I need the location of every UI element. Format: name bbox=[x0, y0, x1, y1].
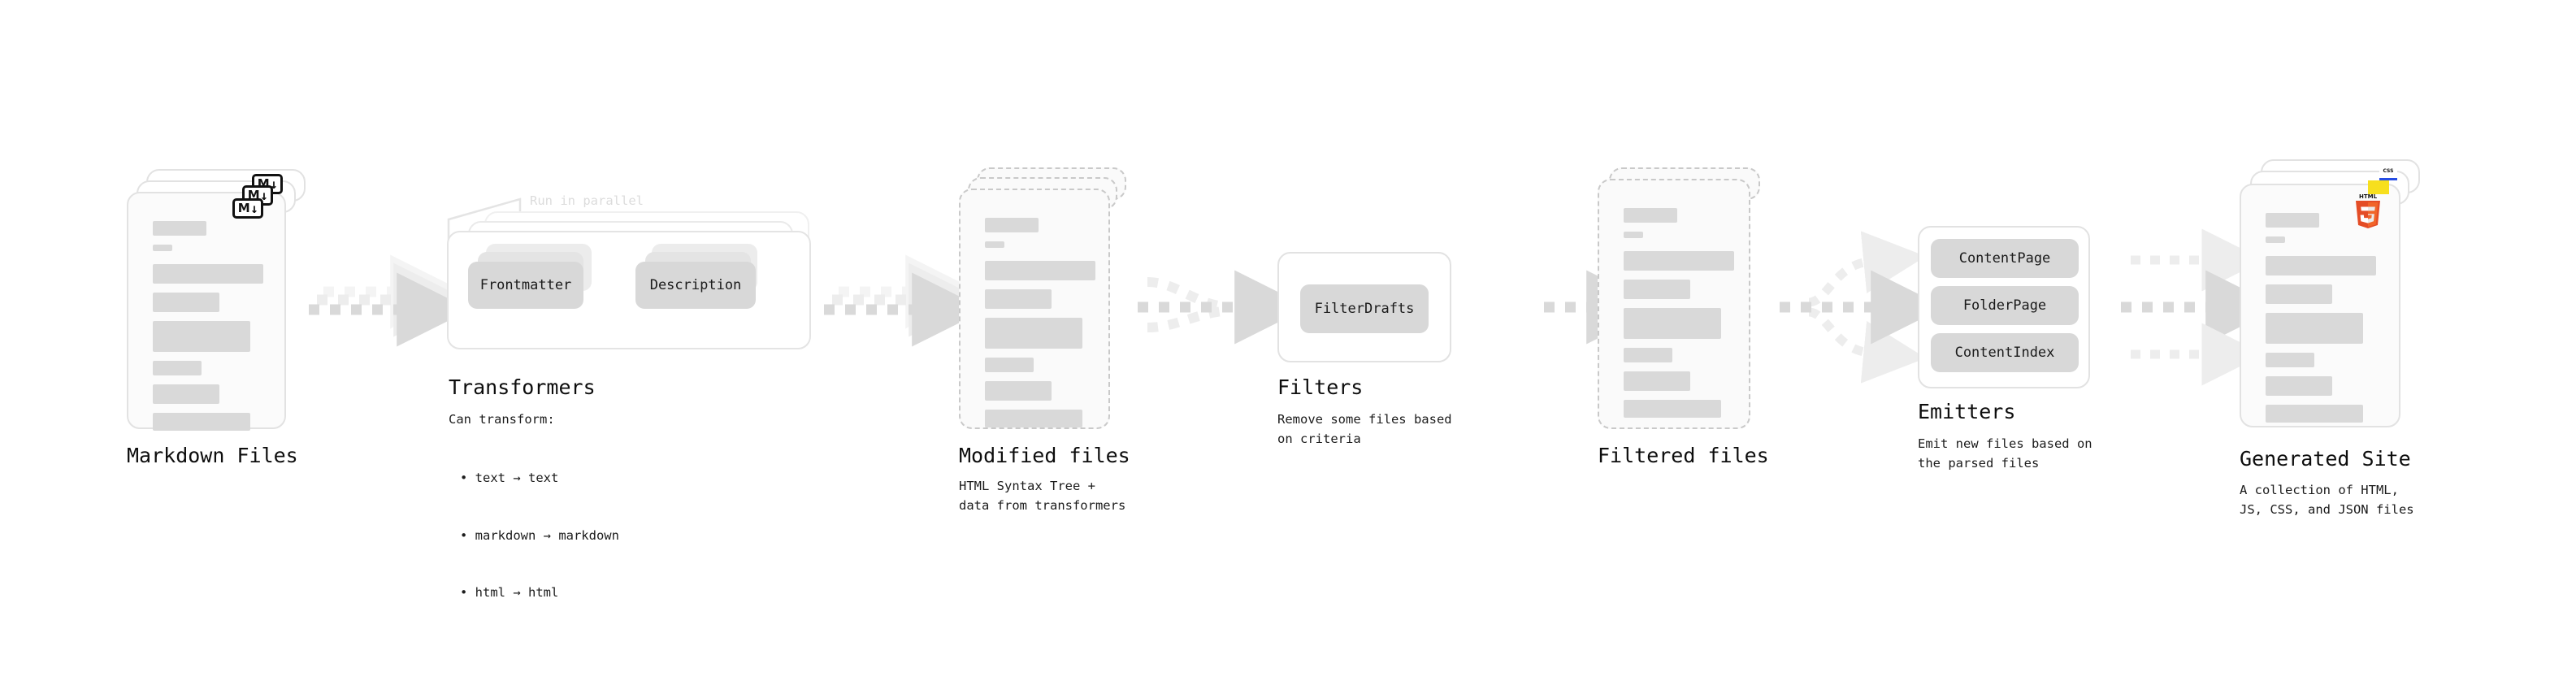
filtered-files-title: Filtered files bbox=[1598, 444, 1769, 467]
skeleton-bar bbox=[985, 241, 1004, 248]
css-icon-bar bbox=[2379, 178, 2397, 180]
markdown-doc-skeleton bbox=[153, 221, 263, 440]
transformers-bullet-item: • markdown → markdown bbox=[460, 527, 619, 543]
transformers-bullet-list: • text → text • markdown → markdown • ht… bbox=[460, 431, 619, 641]
emitters-box[interactable]: ContentPage FolderPage ContentIndex bbox=[1918, 226, 2090, 388]
skeleton-bar bbox=[985, 218, 1039, 232]
skeleton-bar bbox=[2266, 256, 2376, 275]
transformers-subtitle: Can transform: bbox=[449, 412, 555, 427]
skeleton-bar bbox=[1624, 280, 1690, 299]
site-doc-front bbox=[2240, 184, 2400, 427]
modified-doc-skeleton bbox=[985, 218, 1095, 436]
transformers-bullet-item: • text → text bbox=[460, 471, 559, 486]
markdown-files-title: Markdown Files bbox=[127, 444, 298, 467]
css-icon: CSS bbox=[2379, 168, 2397, 180]
filter-chip-filterdrafts[interactable]: FilterDrafts bbox=[1300, 284, 1429, 333]
css-icon-label: CSS bbox=[2383, 168, 2394, 174]
skeleton-bar bbox=[1624, 371, 1690, 391]
arrow-emitters-to-site bbox=[2121, 228, 2280, 386]
transformers-bullet-item: • html → html bbox=[460, 585, 559, 601]
markdown-icon-letter: M bbox=[237, 201, 250, 215]
modified-files-title: Modified files bbox=[959, 444, 1130, 467]
run-in-parallel-label: Run in parallel bbox=[530, 193, 644, 208]
transformers-title: Transformers bbox=[449, 375, 596, 399]
modified-files-subtitle: HTML Syntax Tree + data from transformer… bbox=[959, 479, 1126, 513]
markdown-icon: M↓ bbox=[232, 198, 263, 219]
skeleton-bar bbox=[1624, 400, 1721, 418]
emitters-title: Emitters bbox=[1918, 400, 2016, 423]
skeleton-bar bbox=[153, 264, 263, 284]
skeleton-bar bbox=[153, 221, 206, 236]
filters-box[interactable]: FilterDrafts bbox=[1277, 252, 1451, 362]
transformers-box-group: Frontmatter Description bbox=[447, 211, 821, 358]
arrow-filtered-to-emitters bbox=[1780, 231, 1945, 384]
transformer-chip-description[interactable]: Description bbox=[635, 262, 756, 309]
modified-files-stack bbox=[959, 167, 1138, 429]
svg-text:HTML: HTML bbox=[2359, 193, 2378, 200]
skeleton-bar bbox=[985, 261, 1095, 280]
markdown-icon-arrow: ↓ bbox=[260, 187, 268, 203]
filters-title: Filters bbox=[1277, 375, 1364, 399]
skeleton-bar bbox=[2266, 376, 2332, 396]
generated-site-subtitle: A collection of HTML, JS, CSS, and JSON … bbox=[2240, 483, 2414, 517]
generated-site-stack: CSS HTML bbox=[2240, 159, 2435, 427]
emitter-chip-folderpage[interactable]: FolderPage bbox=[1931, 286, 2079, 325]
skeleton-bar bbox=[153, 245, 172, 251]
modified-doc-front bbox=[959, 189, 1110, 429]
skeleton-bar bbox=[1624, 308, 1721, 339]
skeleton-bar bbox=[985, 318, 1082, 349]
skeleton-bar bbox=[1624, 208, 1677, 223]
emitters-subtitle: Emit new files based on the parsed files bbox=[1918, 436, 2092, 471]
skeleton-bar bbox=[2266, 313, 2363, 344]
arrow-markdown-to-transformers bbox=[309, 254, 471, 347]
emitter-chip-contentindex[interactable]: ContentIndex bbox=[1931, 333, 2079, 372]
skeleton-bar bbox=[2266, 236, 2285, 243]
skeleton-bar bbox=[153, 413, 250, 431]
skeleton-bar bbox=[153, 321, 250, 352]
skeleton-bar bbox=[1624, 251, 1734, 271]
filtered-doc-front bbox=[1598, 179, 1750, 429]
skeleton-bar bbox=[2266, 213, 2319, 228]
skeleton-bar bbox=[985, 410, 1082, 427]
skeleton-bar bbox=[1624, 348, 1672, 362]
skeleton-bar bbox=[985, 289, 1052, 309]
filters-subtitle: Remove some files based on criteria bbox=[1277, 412, 1452, 446]
transformer-chip-frontmatter[interactable]: Frontmatter bbox=[468, 262, 583, 309]
js-icon bbox=[2368, 180, 2389, 194]
arrow-modified-to-filters bbox=[1138, 270, 1309, 345]
html5-icon-svg: HTML bbox=[2356, 193, 2380, 228]
skeleton-bar bbox=[2266, 405, 2363, 423]
markdown-icon-arrow: ↓ bbox=[250, 200, 258, 216]
markdown-doc-front bbox=[127, 192, 286, 431]
skeleton-bar bbox=[153, 293, 219, 312]
filtered-doc-skeleton bbox=[1624, 208, 1734, 427]
skeleton-bar bbox=[2266, 353, 2314, 367]
markdown-icon-letter: M bbox=[247, 188, 260, 202]
arrow-transformers-to-modified bbox=[824, 254, 987, 347]
html5-icon: HTML bbox=[2352, 192, 2384, 229]
generated-site-title: Generated Site bbox=[2240, 447, 2411, 471]
skeleton-bar bbox=[1624, 232, 1643, 238]
markdown-files-stack: M↓ M↓ M↓ bbox=[127, 169, 306, 431]
skeleton-bar bbox=[985, 381, 1052, 401]
skeleton-bar bbox=[153, 384, 219, 404]
markdown-icon-arrow: ↓ bbox=[270, 176, 278, 192]
filtered-files-stack bbox=[1598, 167, 1776, 429]
skeleton-bar bbox=[2266, 284, 2332, 304]
transformers-box-front[interactable]: Frontmatter Description bbox=[447, 231, 811, 349]
site-doc-skeleton bbox=[2266, 213, 2376, 432]
emitter-chip-contentpage[interactable]: ContentPage bbox=[1931, 239, 2079, 278]
skeleton-bar bbox=[985, 358, 1034, 372]
skeleton-bar bbox=[153, 361, 202, 375]
